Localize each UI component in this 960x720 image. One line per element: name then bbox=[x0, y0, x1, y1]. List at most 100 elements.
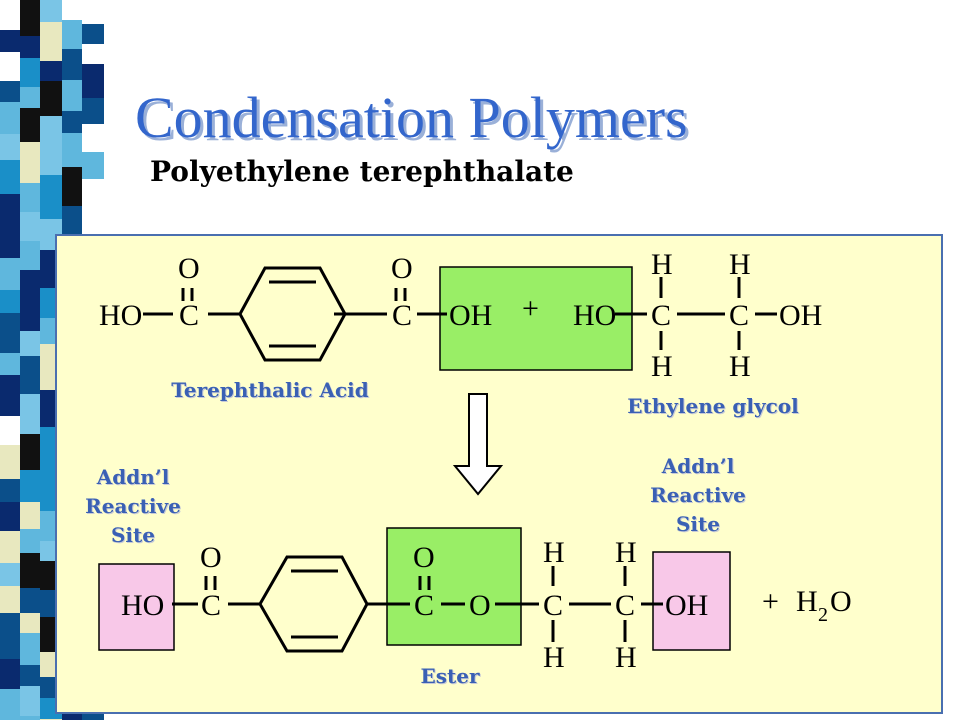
site-line: Reactive bbox=[650, 483, 746, 507]
water-hydrogen: H bbox=[796, 585, 818, 618]
stripe-tile bbox=[0, 563, 20, 586]
label-ester: Ester bbox=[420, 664, 480, 688]
stripe-tile bbox=[82, 152, 104, 179]
stripe-tile bbox=[20, 686, 40, 716]
stripe-tile bbox=[82, 124, 104, 152]
glycol-carbon-right: C bbox=[729, 299, 749, 332]
stripe-tile bbox=[40, 61, 62, 81]
stripe-tile bbox=[82, 64, 104, 98]
stripe-tile bbox=[40, 150, 62, 175]
stripe-tile bbox=[82, 179, 104, 211]
product-hydrogen: H bbox=[615, 536, 637, 569]
product-oxygen-left: O bbox=[200, 541, 222, 574]
stripe-tile bbox=[0, 416, 20, 445]
stripe-tile bbox=[20, 633, 40, 665]
stripe-tile bbox=[20, 0, 40, 36]
stripe-tile bbox=[62, 167, 82, 206]
stripe-tile bbox=[20, 295, 40, 331]
stripe-tile bbox=[62, 133, 82, 167]
stripe-tile bbox=[0, 531, 20, 563]
product-carbon: C bbox=[543, 589, 563, 622]
product-ho-atom: HO bbox=[121, 589, 164, 622]
stripe-tile bbox=[82, 24, 104, 44]
stripe-tile bbox=[0, 30, 20, 52]
product-hydrogen: H bbox=[543, 641, 565, 674]
stripe-tile bbox=[0, 689, 20, 720]
stripe-tile bbox=[0, 586, 20, 613]
stripe-tile bbox=[0, 102, 20, 134]
ester-oxygen: O bbox=[469, 589, 491, 622]
stripe-tile bbox=[82, 712, 104, 720]
site-line: Addn’l bbox=[661, 454, 735, 478]
stripe-tile bbox=[20, 470, 40, 502]
stripe-tile bbox=[40, 22, 62, 61]
stripe-tile bbox=[62, 111, 82, 133]
slide-subtitle: Polyethylene terephthalate bbox=[150, 155, 574, 188]
stripe-tile bbox=[20, 665, 40, 686]
stripe-tile bbox=[20, 553, 40, 588]
reaction-svg: HO C O C O OH + HO C H H C H H OH HO C O… bbox=[98, 248, 852, 674]
stripe-tile bbox=[0, 258, 20, 290]
ester-highlight-box bbox=[386, 527, 522, 646]
stripe-tile bbox=[20, 502, 40, 529]
stripe-tile bbox=[0, 634, 20, 659]
stripe-tile bbox=[20, 58, 40, 87]
stripe-tile bbox=[20, 529, 40, 553]
condensation-highlight-box bbox=[439, 266, 633, 371]
stripe-tile bbox=[0, 613, 20, 634]
stripe-tile bbox=[62, 49, 82, 80]
acid-carbon-right: C bbox=[392, 299, 412, 332]
stripe-tile bbox=[20, 183, 40, 212]
slide-title: Condensation Polymers bbox=[135, 85, 688, 150]
water-subscript: 2 bbox=[818, 604, 828, 626]
glycol-oh-atom: OH bbox=[779, 299, 822, 332]
label-left-reactive-site: Addn’l Reactive Site bbox=[73, 463, 193, 550]
stripe-tile bbox=[0, 160, 20, 194]
ester-carbonyl-oxygen: O bbox=[413, 541, 435, 574]
stripe-tile bbox=[20, 613, 40, 633]
stripe-tile bbox=[20, 87, 40, 108]
stripe-tile bbox=[20, 212, 40, 241]
stripe-tile bbox=[82, 44, 104, 64]
product-hydrogen: H bbox=[543, 536, 565, 569]
stripe-tile bbox=[0, 479, 20, 502]
stripe-tile bbox=[0, 659, 20, 689]
stripe-tile bbox=[20, 394, 40, 434]
stripe-tile bbox=[0, 502, 20, 531]
glycol-carbon-left: C bbox=[651, 299, 671, 332]
acid-oxygen-left: O bbox=[178, 252, 200, 285]
stripe-tile bbox=[0, 445, 20, 479]
down-arrow-icon bbox=[452, 393, 504, 496]
acid-oxygen-right: O bbox=[391, 252, 413, 285]
stripe-tile bbox=[62, 0, 82, 20]
glycol-hydrogen: H bbox=[729, 350, 751, 383]
stripe-tile bbox=[20, 142, 40, 183]
stripe-tile bbox=[20, 588, 40, 613]
glycol-hydrogen: H bbox=[651, 248, 673, 281]
left-site-highlight-box bbox=[98, 563, 175, 651]
glycol-hydrogen: H bbox=[729, 248, 751, 281]
stripe-tile bbox=[62, 20, 82, 49]
stripe-tile bbox=[0, 134, 20, 160]
site-line: Site bbox=[675, 512, 720, 536]
stripe-tile bbox=[0, 313, 20, 353]
stripe-tile bbox=[20, 716, 40, 720]
glycol-hydrogen: H bbox=[651, 350, 673, 383]
stripe-tile bbox=[20, 434, 40, 470]
stripe-tile bbox=[62, 80, 82, 111]
stripe-tile bbox=[40, 175, 62, 198]
product-carbon: C bbox=[615, 589, 635, 622]
site-line: Site bbox=[110, 523, 155, 547]
stripe-tile bbox=[0, 52, 20, 81]
reactant-plus-sign: + bbox=[522, 292, 539, 325]
label-ethylene-glycol: Ethylene glycol bbox=[627, 394, 799, 418]
acid-oh-atom: OH bbox=[449, 299, 492, 332]
site-line: Addn’l bbox=[96, 465, 170, 489]
product-oh-atom: OH bbox=[665, 589, 708, 622]
label-right-reactive-site: Addn’l Reactive Site bbox=[638, 452, 758, 539]
stripe-tile bbox=[20, 36, 40, 58]
reaction-diagram: HO C O C O OH + HO C H H C H H OH HO C O… bbox=[55, 234, 943, 714]
water-oxygen: O bbox=[830, 585, 852, 618]
stripe-tile bbox=[40, 81, 62, 116]
stripe-tile bbox=[20, 108, 40, 142]
